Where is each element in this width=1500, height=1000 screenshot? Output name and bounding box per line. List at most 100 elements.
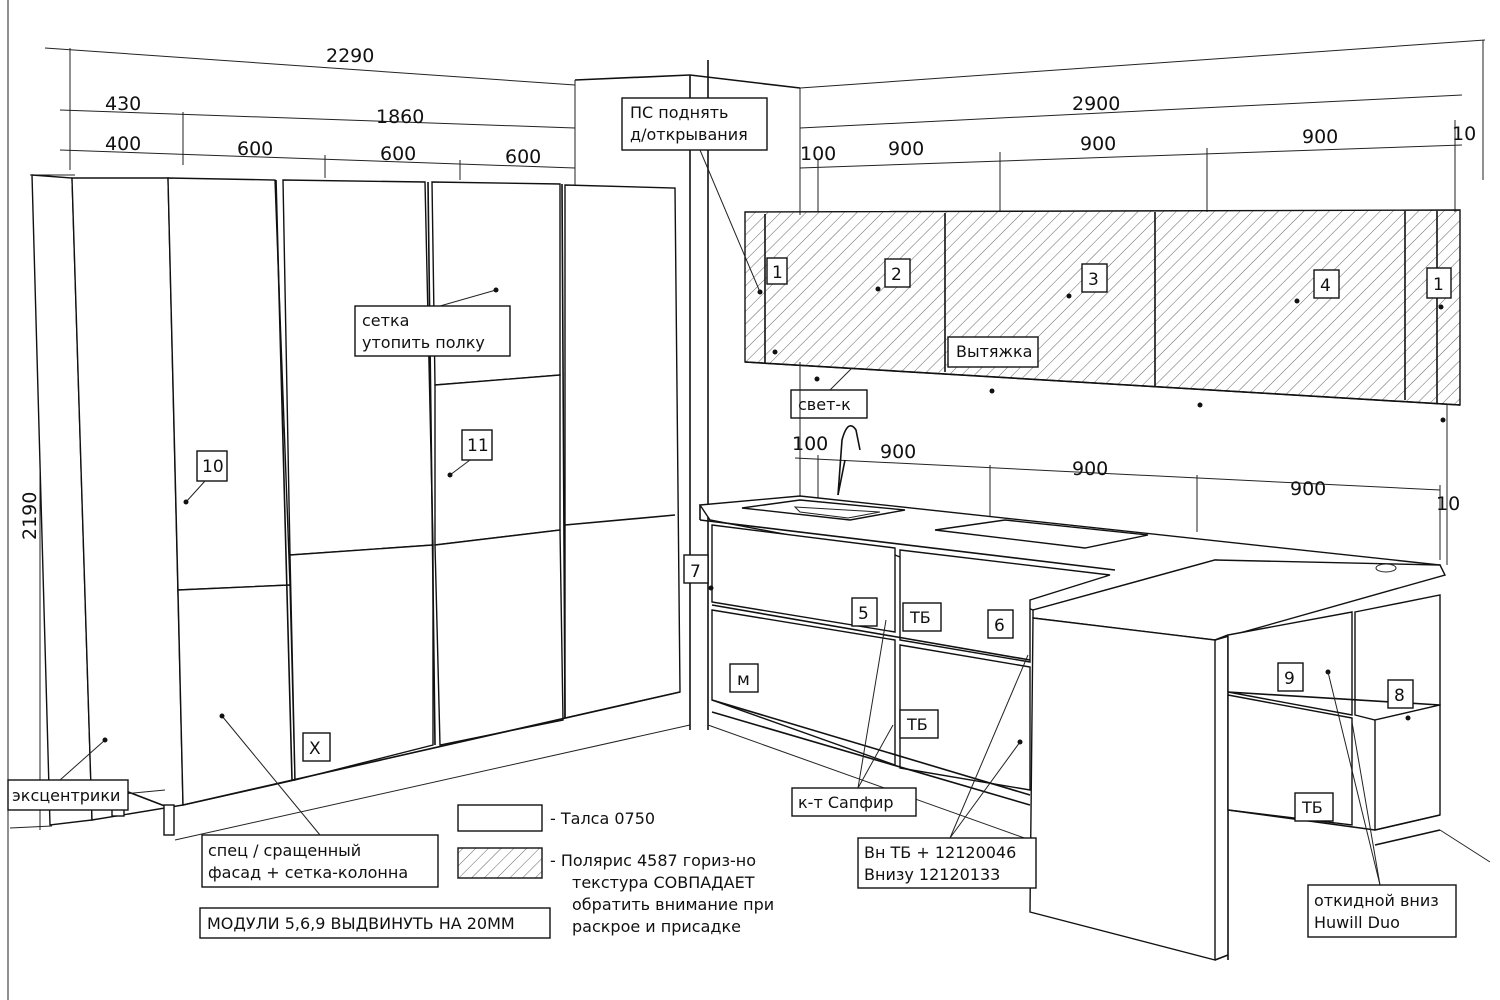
module-7: 7 [690,562,701,582]
dim-base-900-c: 900 [1290,478,1326,500]
module-7-box [683,554,709,584]
module-9: 9 [1284,669,1295,689]
upper-cabinets [744,209,1461,423]
svet-box [790,389,868,419]
module-x-box [302,732,331,762]
spec-line1: спец / сращенный [208,841,361,860]
module-4: 4 [1320,276,1331,296]
tb-3: ТБ [1301,798,1323,817]
dim-upper-900-a: 900 [888,138,924,160]
setka-line2: утопить полку [362,333,485,352]
module-1-right-box [1426,267,1452,299]
setka-line1: сетка [362,311,409,330]
svet-label: свет-к [798,395,851,414]
module-3: 3 [1088,270,1099,290]
vn-leader-2 [949,741,1021,839]
ps-note-line1: ПС поднять [630,103,728,122]
tb-2-box [899,709,939,739]
module-2-box [884,258,911,288]
wall-corner [574,60,801,730]
module-10-box [196,450,228,482]
otkidnoy-line1: откидной вниз [1314,891,1439,910]
module-11-leader [449,459,471,476]
spec-box [201,834,439,888]
dim-base-900-b: 900 [1072,458,1108,480]
ps-leader [699,149,761,293]
setka-box [354,305,511,357]
module-1-left: 1 [772,263,783,283]
module-x: X [309,739,321,759]
module-5-box [851,597,878,627]
base-cabinets [698,362,1491,961]
module-6: 6 [994,616,1005,636]
module-11-dot [447,472,453,478]
dim-2900: 2900 [1072,93,1120,115]
otkidnoy-leader-2 [1351,721,1381,886]
module-10-leader [185,480,206,503]
module-10: 10 [202,457,224,477]
vn-tb-line2: Внизу 12120133 [864,865,1000,884]
module-m-box [729,663,759,693]
ps-note-box [621,97,768,151]
dim-600-c: 600 [505,146,541,168]
module-11: 11 [467,436,489,456]
vn-tb-box [857,837,1037,889]
module-2: 2 [891,265,902,285]
ekscentriki-dot [102,737,108,743]
module-1-right: 1 [1433,275,1444,295]
dim-400: 400 [105,133,141,155]
tb-2: ТБ [906,715,928,734]
dim-2290: 2290 [326,45,374,67]
sapfir-label: к-т Сапфир [798,793,894,812]
spec-dot [219,713,225,719]
setka-leader [439,289,497,307]
dim-base-900-a: 900 [880,441,916,463]
spec-line2: фасад + сетка-колонна [208,863,408,882]
otkidnoy-line2: Huwill Duo [1314,913,1400,932]
vn-leader-1 [949,654,1029,839]
module-4-box [1313,269,1340,299]
module-8: 8 [1394,686,1405,706]
ekscentriki-label: эксцентрики [12,786,120,805]
module-11-box [461,429,493,461]
ps-note-line2: д/открывания [630,125,748,144]
otkidnoy-box [1307,884,1457,938]
legend-plain-swatch [457,804,543,832]
vytyazhka-label: Вытяжка [956,342,1032,361]
dim-2190: 2190 [19,492,41,540]
sapfir-leader-1 [857,619,887,789]
sapfir-leader-2 [857,724,894,789]
vytyazhka-box [947,336,1039,368]
legend-hatched-line1: - Полярис 4587 гориз-но [550,851,756,870]
module-10-dot [183,499,189,505]
svet-leader [829,367,853,391]
dim-base-edge-right: 10 [1436,493,1460,515]
dim-upper-edge-left: 100 [800,143,836,165]
legend-plain-text: - Талса 0750 [550,809,655,828]
vn-tb-line1: Вн ТБ + 12120046 [864,843,1016,862]
dim-430: 430 [105,93,141,115]
dim-600-a: 600 [237,138,273,160]
module-3-box [1081,263,1108,293]
tb-3-box [1294,792,1334,822]
setka-dot [493,287,499,293]
legend-hatched-swatch [457,847,543,879]
dim-upper-900-b: 900 [1080,133,1116,155]
tall-cabinets [9,174,691,841]
dim-1860: 1860 [376,106,424,128]
otkidnoy-leader-1 [1327,671,1381,886]
module-8-box [1387,679,1414,709]
module-9-box [1277,662,1304,692]
module-m: м [737,670,750,690]
module-5: 5 [858,604,869,624]
legend-hatched-line2: текстура СОВПАДАЕТ [572,873,755,892]
ekscentriki-box [7,779,129,811]
sapfir-box [791,787,917,817]
legend-hatched-line4: раскрое и присадке [572,917,741,936]
tb-1-box [902,602,942,632]
tb-1: ТБ [909,608,931,627]
legend-hatched-line3: обратить внимание при [572,895,774,914]
dim-upper-edge-right: 10 [1452,123,1476,145]
moduli-note: МОДУЛИ 5,6,9 ВЫДВИНУТЬ НА 20ММ [207,914,515,933]
